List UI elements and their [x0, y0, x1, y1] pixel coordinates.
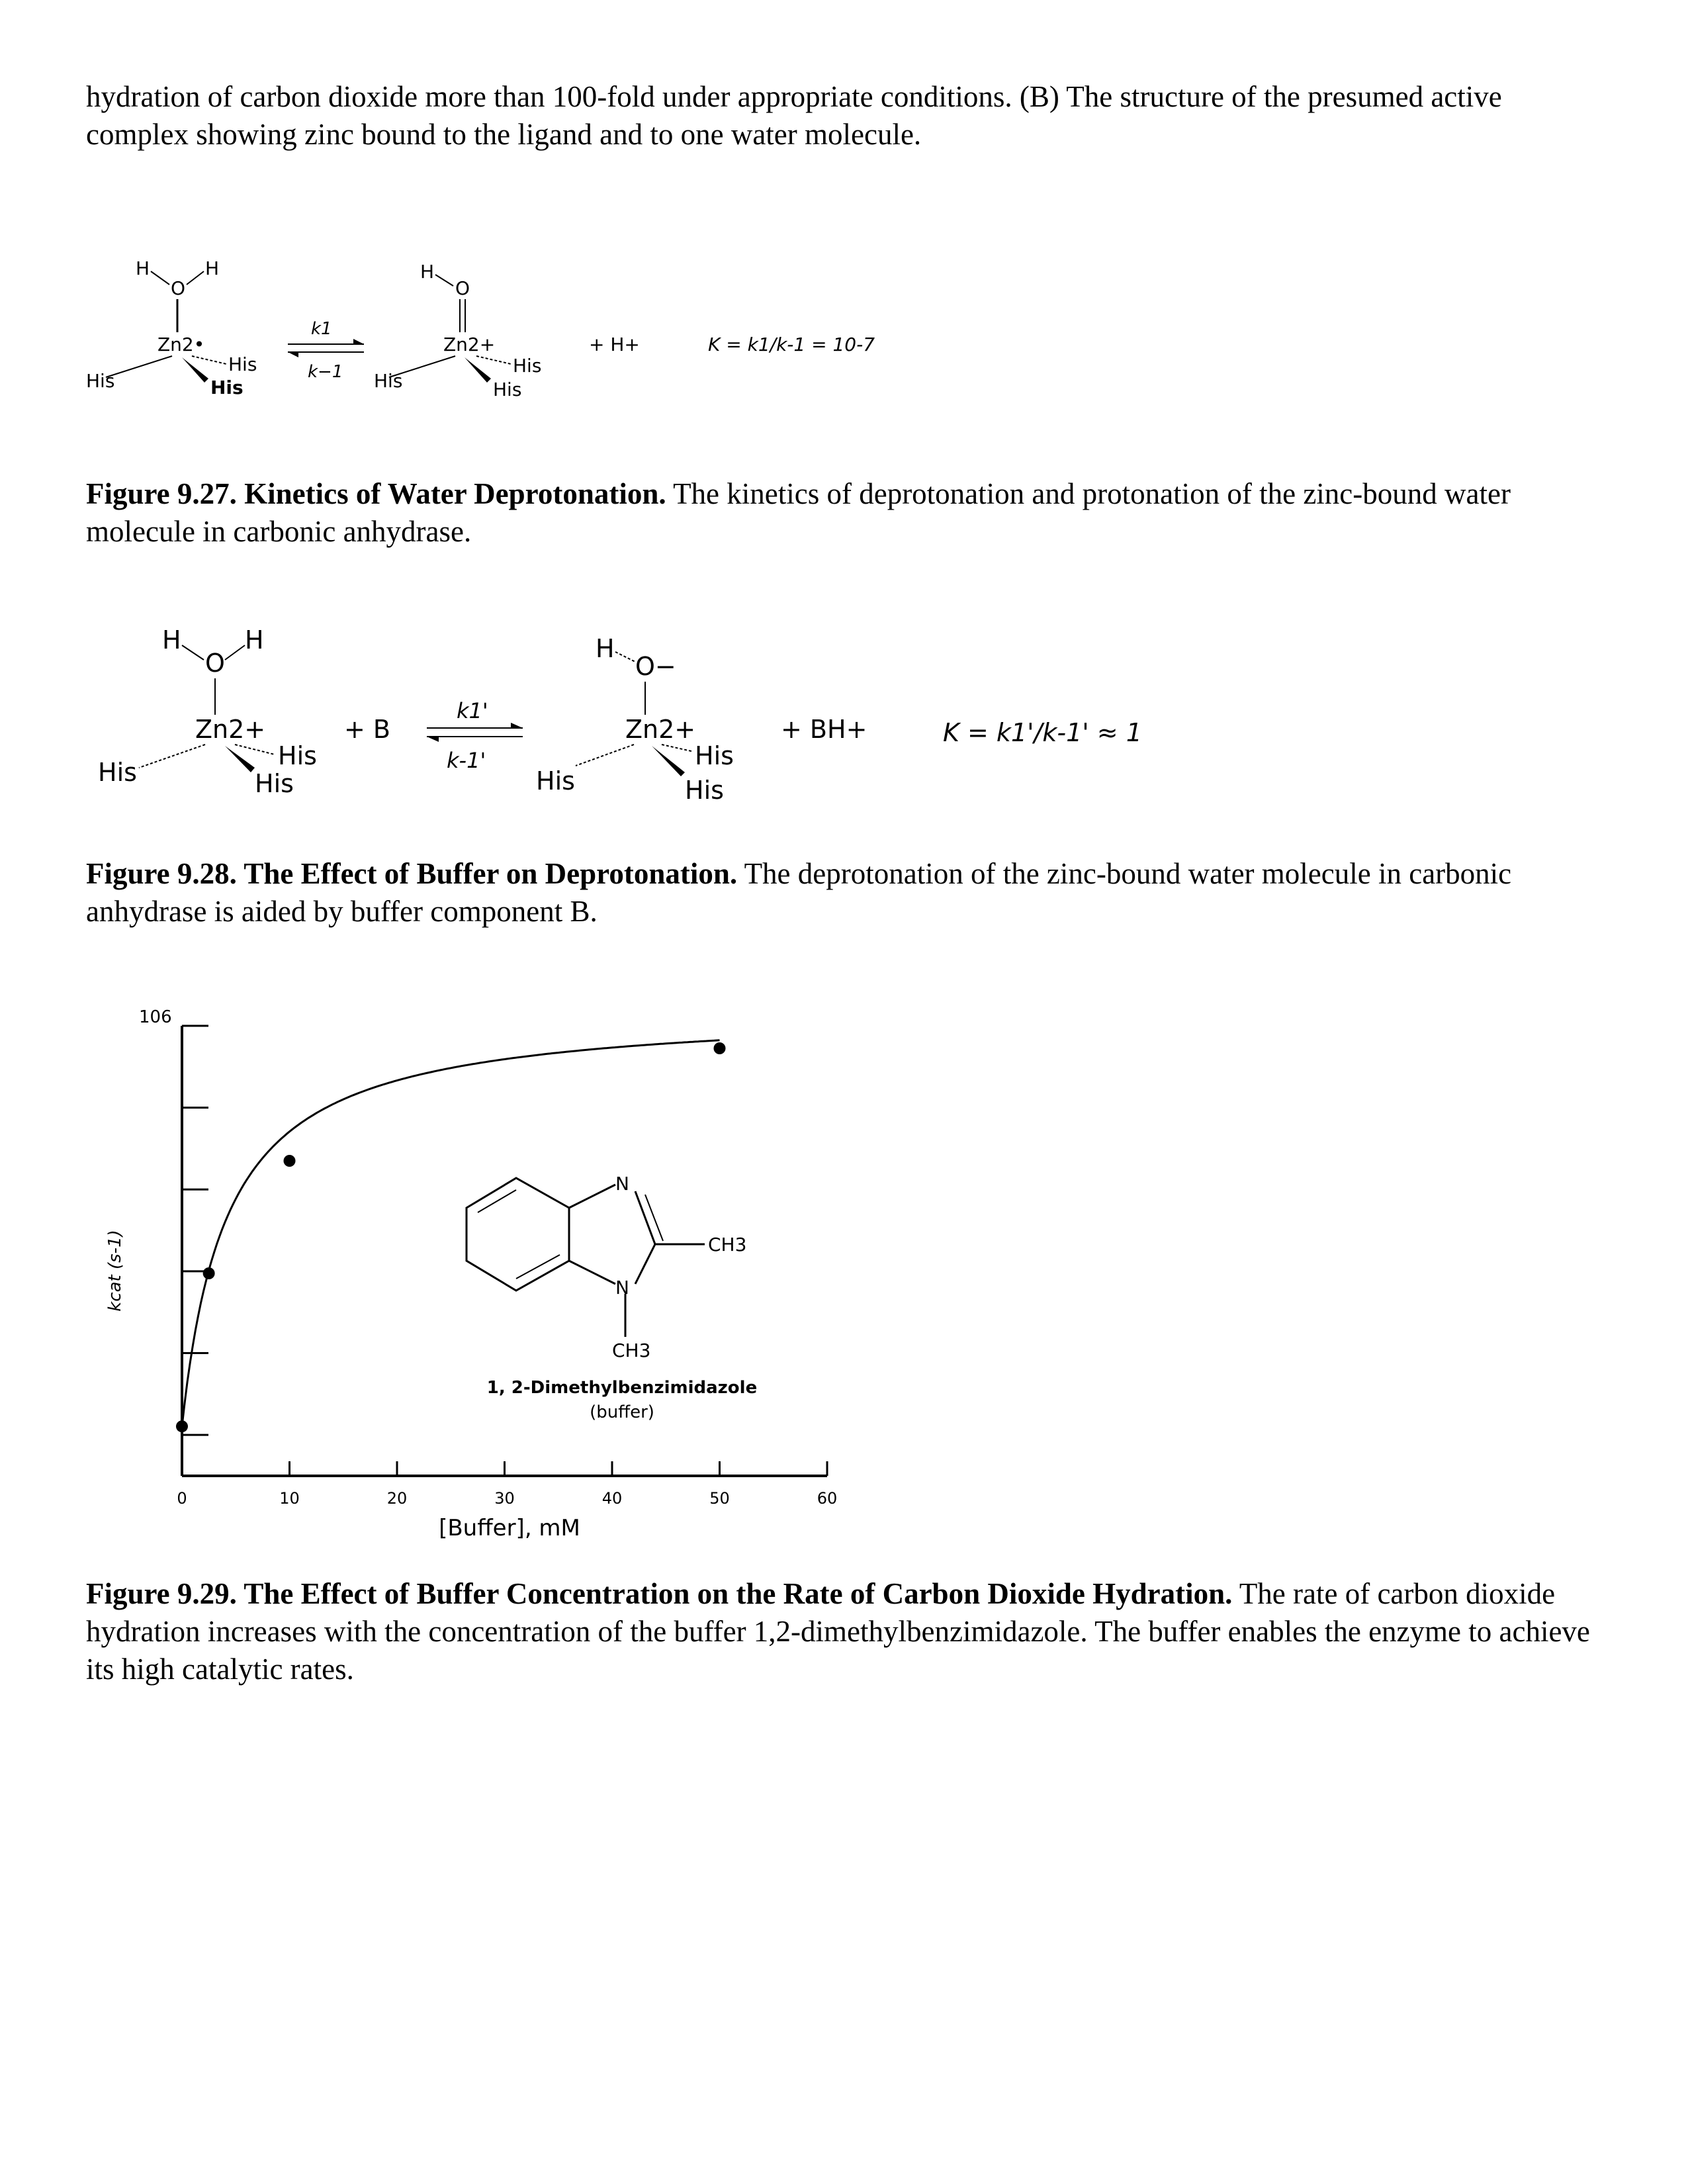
fig27-right-his-c: His: [493, 379, 521, 400]
data-point: [176, 1420, 188, 1433]
fig27-left-his-b: His: [228, 353, 257, 375]
fig27-left-his-c: His: [210, 377, 244, 398]
fig28-left-h1: H: [162, 625, 181, 655]
fig27-caption: Figure 9.27. Kinetics of Water Deprotona…: [86, 475, 1601, 551]
fig27-k-fwd: k1: [311, 319, 332, 339]
fig27-caption-body: The kinetics of deprotonation and proton…: [86, 477, 1511, 548]
fig29-caption-body: The rate of carbon dioxide hydration inc…: [86, 1577, 1590, 1686]
fig28-k-fwd: k1': [457, 698, 488, 723]
fig28-plus-bh: + BH+: [781, 715, 867, 744]
fig28-left-his-a: His: [98, 758, 137, 787]
intro-paragraph: hydration of carbon dioxide more than 10…: [86, 80, 1502, 151]
fig27-k-rev: k−1: [308, 362, 343, 382]
inset-molecule-name: 1, 2-Dimethylbenzimidazole: [487, 1378, 757, 1398]
fig27-scheme: H O H Zn2• His His His k1 k−1 H O Zn2+ H…: [86, 257, 875, 400]
fig28-right-h: H: [596, 634, 615, 663]
x-tick-label: 60: [817, 1489, 838, 1508]
fig28-left-h2: H: [245, 625, 264, 655]
data-point: [202, 1267, 215, 1279]
fig27-left-zn: Zn2•: [157, 334, 204, 355]
fig28-equation: K = k1'/k-1' ≈ 1: [943, 718, 1142, 747]
fig28-left-his-b: His: [278, 741, 317, 770]
fig28-scheme: H O H Zn2+ His His His + B k1' k-1' H O−…: [98, 625, 1142, 805]
benzimidazole-structure: [465, 1177, 705, 1337]
fig28-caption-title: Figure 9.28. The Effect of Buffer on Dep…: [86, 857, 738, 890]
fig27-right-his-b: His: [513, 355, 541, 377]
fig27-left-o: O: [171, 277, 185, 299]
rate-curve: [181, 1039, 720, 1427]
fig27-right-o: O: [455, 277, 470, 299]
x-axis-label: [Buffer], mM: [439, 1515, 580, 1541]
inset-n-top: N: [615, 1173, 629, 1195]
fig28-caption: Figure 9.28. The Effect of Buffer on Dep…: [86, 855, 1601, 931]
y-top-tick-label: 106: [139, 1007, 172, 1027]
fig27-plus-h: + H+: [589, 334, 640, 355]
fig27-left-h1: H: [136, 257, 150, 279]
fig27-equation: K = k1/k-1 = 10-7: [708, 334, 875, 355]
x-tick-label: 40: [602, 1489, 623, 1508]
fig29-caption-title: Figure 9.29. The Effect of Buffer Concen…: [86, 1577, 1233, 1610]
fig28-right-his-c: His: [685, 776, 724, 805]
fig28-right-zn: Zn2+: [625, 715, 695, 744]
fig27-right-his-a: His: [374, 370, 402, 392]
inset-n-bottom: N: [615, 1277, 629, 1298]
fig28-caption-body: The deprotonation of the zinc-bound wate…: [86, 857, 1512, 928]
x-tick-label: 30: [494, 1489, 515, 1508]
inset-buffer-note: (buffer): [590, 1402, 654, 1422]
fig28-plus-b: + B: [344, 715, 390, 744]
fig28-left-his-c: His: [255, 769, 294, 798]
x-tick-label: 50: [709, 1489, 730, 1508]
fig28-right-o: O−: [635, 652, 676, 681]
inset-ch3-bottom: CH3: [612, 1340, 650, 1361]
x-tick-label: 20: [387, 1489, 408, 1508]
fig27-left-his-a: His: [86, 370, 114, 392]
x-tick-label: 10: [279, 1489, 300, 1508]
y-axis-label: kcat (s-1): [105, 1230, 125, 1312]
fig27-left-h2: H: [205, 257, 219, 279]
fig29-chart: 106 kcat (s-1) [Buffer], mM 0 10 20 30 40 50 6…: [105, 1007, 838, 1541]
fig28-left-zn: Zn2+: [195, 715, 265, 744]
fig28-k-rev: k-1': [447, 748, 486, 773]
fig29-caption: Figure 9.29. The Effect of Buffer Concen…: [86, 1575, 1601, 1688]
x-tick-label: 0: [177, 1489, 187, 1508]
fig27-right-zn: Zn2+: [443, 334, 495, 355]
fig28-left-o: O: [205, 649, 225, 678]
inset-ch3-right: CH3: [708, 1234, 746, 1255]
data-point: [283, 1155, 296, 1167]
fig28-right-his-a: His: [536, 766, 575, 796]
fig27-caption-title: Figure 9.27. Kinetics of Water Deprotona…: [86, 477, 666, 510]
fig27-right-h: H: [420, 261, 434, 283]
fig28-right-his-b: His: [695, 741, 734, 770]
data-point: [713, 1042, 726, 1054]
